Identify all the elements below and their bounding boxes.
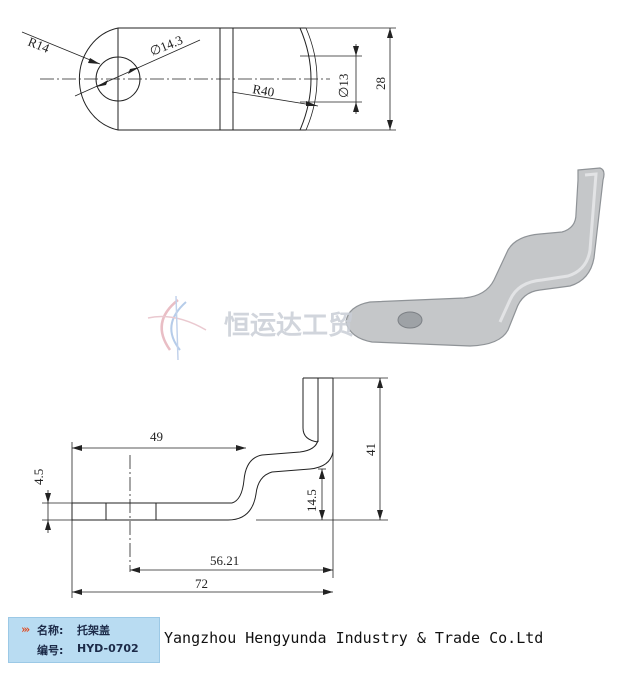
watermark-text: 恒运达工贸 xyxy=(224,311,354,341)
top-view: R14 ∅14.3 R40 ∅13 28 xyxy=(21,27,396,131)
dim-14-5: 14.5 xyxy=(304,489,319,512)
code-label: 编号: xyxy=(37,644,64,657)
dim-49: 49 xyxy=(150,429,163,444)
watermark-logo: 恒运达工贸 xyxy=(147,295,354,361)
dim-d13: ∅13 xyxy=(336,74,351,98)
footer: ››› 名称: 托架盖 编号: HYD-0702 Yangzhou Hengyu… xyxy=(0,617,641,667)
side-view: 49 41 4.5 14.5 56.21 72 xyxy=(31,377,388,598)
dim-56-21: 56.21 xyxy=(210,553,239,568)
dim-h28: 28 xyxy=(373,77,388,90)
dim-41: 41 xyxy=(363,443,378,456)
part-render xyxy=(345,167,605,347)
dim-r14: R14 xyxy=(26,34,52,56)
name-label: 名称: xyxy=(37,624,64,637)
company-name: Yangzhou Hengyunda Industry & Trade Co.L… xyxy=(164,629,544,647)
code-value: HYD-0702 xyxy=(77,642,139,655)
code-row: 编号: HYD-0702 xyxy=(9,642,159,662)
dim-72: 72 xyxy=(195,576,208,591)
part-label-box: ››› 名称: 托架盖 编号: HYD-0702 xyxy=(8,617,160,663)
dim-4-5: 4.5 xyxy=(31,469,46,485)
dim-r40: R40 xyxy=(251,81,275,100)
name-row: 名称: 托架盖 xyxy=(9,622,159,642)
name-value: 托架盖 xyxy=(77,624,110,637)
double-chevron-icon: ››› xyxy=(21,623,30,636)
